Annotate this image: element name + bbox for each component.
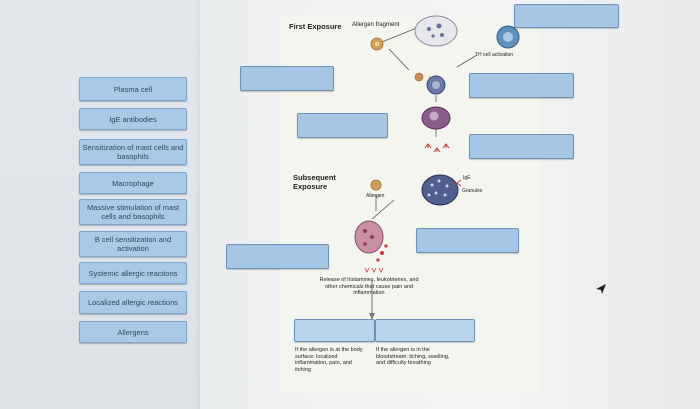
label-sensitization-mast-cells[interactable]: Sensitization of mast cells and basophil… [79,139,187,165]
drop-target-4[interactable] [297,113,388,138]
drop-target-2[interactable] [240,66,334,91]
drop-target-1[interactable] [514,4,619,28]
allergen-fragment-label: Allergen fragment [352,22,400,28]
drop-target-5[interactable] [469,134,574,159]
label-plasma-cell[interactable]: Plasma cell [79,77,187,101]
figure-illustration [354,15,520,320]
label-localized-allergic[interactable]: Localized allergic reactions [79,291,187,314]
drop-target-8[interactable] [294,319,375,342]
allergen-label: Allergen [366,193,385,199]
release-text: Release of histamines, leukotrienes, and… [319,277,419,296]
label-ige-antibodies[interactable]: IgE antibodies [79,108,187,130]
subsequent-exposure-heading: Subsequent Exposure [293,173,336,191]
bloodstream-text: If the allergen is in the bloodstream: i… [376,347,450,366]
label-systemic-allergic[interactable]: Systemic allergic reactions [79,262,187,284]
drop-target-3[interactable] [469,73,574,98]
drop-target-9[interactable] [375,319,475,342]
label-allergens[interactable]: Allergens [79,321,187,343]
label-b-cell-sensitization[interactable]: B cell sensitization and activation [79,231,187,257]
body-surface-text: If the allergen is at the body surface: … [295,347,363,373]
th-activation-label: TH cell activation [475,52,514,58]
label-macrophage[interactable]: Macrophage [79,172,187,194]
drop-target-6[interactable] [416,228,519,253]
first-exposure-heading: First Exposure [289,22,342,31]
granules-label: Granules [462,188,483,194]
mouse-cursor-icon [596,284,606,294]
ige-label: IgE [463,175,471,181]
drop-target-7[interactable] [226,244,329,269]
label-massive-stimulation[interactable]: Massive stimulation of mast cells and ba… [79,199,187,225]
